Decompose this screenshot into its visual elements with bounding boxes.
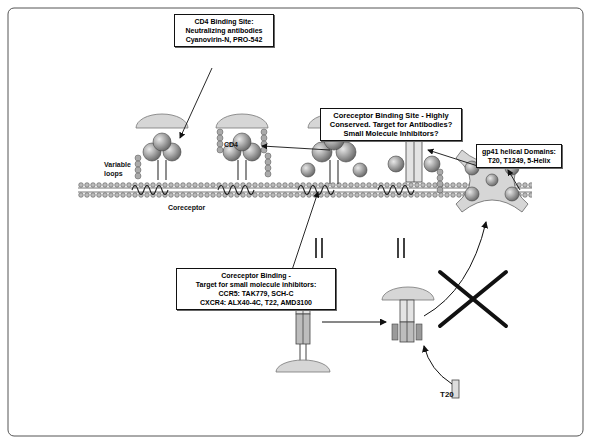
callout-heading: CD4 Binding Site: (178, 17, 270, 26)
callout-heading: gp41 helical Domains: T20, T1249, 5-Heli… (480, 147, 558, 165)
env-trimer-stage (132, 114, 188, 195)
callout-box: Coreceptor Binding -Target for small mol… (176, 268, 336, 310)
callout-text: CCR5: TAK779, SCH-C (180, 289, 332, 298)
part-label: Variable loops (104, 160, 142, 178)
part-label: Coreceptor (168, 203, 228, 212)
callout-text: Cyanovirin-N, PRO-542 (178, 35, 270, 44)
equivalence-bars (316, 238, 404, 258)
callout-box: gp41 helical Domains: T20, T1249, 5-Heli… (476, 144, 562, 168)
env-trimer-stage (216, 114, 271, 195)
transition-arrow (322, 322, 386, 323)
block-cross (440, 272, 506, 326)
slide-frame (8, 8, 583, 436)
t20-arrow (424, 346, 452, 384)
callout-box: Coreceptor Binding Site - Highly Conserv… (320, 108, 462, 141)
callout-text: Neutralizing antibodies (178, 26, 270, 35)
callout-box: CD4 Binding Site:Neutralizing antibodies… (174, 14, 274, 47)
cell-membrane (78, 182, 470, 198)
part-label: T20 (440, 390, 460, 399)
callout-text: CXCR4: ALX40-4C, T22, AMD3100 (180, 298, 332, 307)
part-label: CD4 (224, 140, 248, 149)
callout-text: Target for small molecule inhibitors: (180, 280, 332, 289)
callout-heading: Coreceptor Binding - (180, 271, 332, 280)
leader-arrows (180, 68, 520, 270)
callout-heading: Coreceptor Binding Site - Highly Conserv… (324, 111, 458, 138)
